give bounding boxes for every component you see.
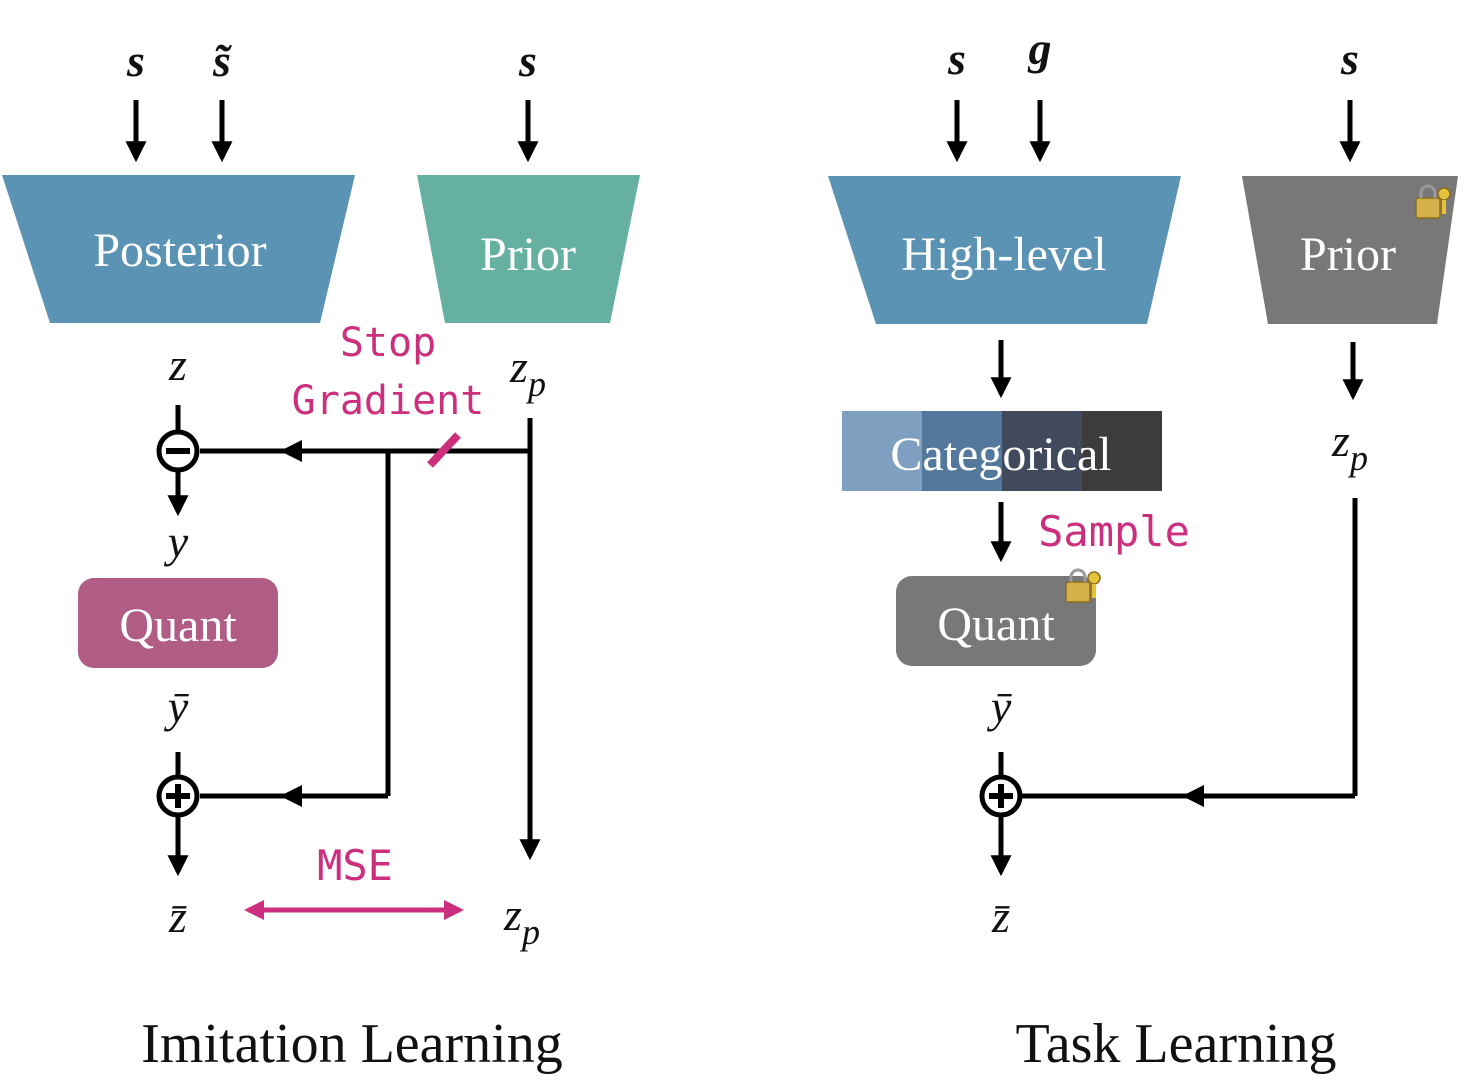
arrowhead-to-plus bbox=[280, 785, 302, 807]
task-learning-panel: s g s High-level Prior Categorical bbox=[828, 23, 1458, 1075]
quant-label: Quant bbox=[119, 599, 237, 652]
input-s-prior: s bbox=[518, 35, 537, 86]
input-s-tilde: s̃ bbox=[212, 35, 232, 86]
arrowhead-to-plus bbox=[1182, 785, 1204, 807]
frozen-prior-network bbox=[1242, 176, 1458, 324]
y-label: y bbox=[164, 516, 189, 567]
sample-label: Sample bbox=[1038, 507, 1190, 556]
quant-label: Quant bbox=[937, 598, 1055, 651]
prior-network bbox=[417, 175, 640, 323]
arrowhead-to-minus bbox=[280, 440, 302, 462]
zbar-label: z̄ bbox=[991, 891, 1010, 942]
z-label: z bbox=[168, 339, 187, 390]
stop-label: Stop bbox=[340, 320, 436, 366]
task-caption: Task Learning bbox=[1015, 1013, 1336, 1075]
imitation-caption: Imitation Learning bbox=[141, 1013, 562, 1075]
zp-label: zp bbox=[509, 341, 546, 404]
gradient-label: Gradient bbox=[292, 378, 485, 424]
quant-module bbox=[78, 578, 278, 668]
input-s: s bbox=[947, 33, 966, 84]
input-s-prior: s bbox=[1340, 33, 1359, 84]
categorical-label: Categorical bbox=[890, 428, 1111, 481]
prior-label: Prior bbox=[1300, 228, 1396, 281]
ybar-label: ȳ bbox=[164, 681, 190, 732]
minus-operator bbox=[156, 429, 200, 473]
lock-icon bbox=[1415, 184, 1451, 219]
highlevel-policy-network bbox=[828, 176, 1181, 324]
input-s: s bbox=[126, 35, 145, 86]
zbar-label: z̄ bbox=[168, 891, 187, 942]
input-g: g bbox=[1028, 23, 1052, 74]
highlevel-label: High-level bbox=[901, 228, 1106, 281]
stop-gradient-marker bbox=[427, 432, 461, 468]
lock-icon bbox=[1065, 568, 1101, 603]
ybar-label: ȳ bbox=[987, 681, 1013, 732]
categorical-distribution bbox=[842, 411, 1162, 491]
posterior-label: Posterior bbox=[93, 224, 266, 277]
mse-label: MSE bbox=[317, 841, 393, 890]
plus-operator bbox=[979, 774, 1023, 818]
frozen-quant-module bbox=[896, 576, 1096, 666]
zp-label: zp bbox=[1331, 415, 1368, 478]
plus-operator bbox=[156, 774, 200, 818]
posterior-network bbox=[2, 175, 355, 323]
imitation-learning-panel: s s̃ s Posterior Prior z zp Stop Gradien… bbox=[2, 35, 640, 1075]
prior-label: Prior bbox=[480, 228, 576, 281]
zp-bottom-label: zp bbox=[503, 889, 540, 952]
